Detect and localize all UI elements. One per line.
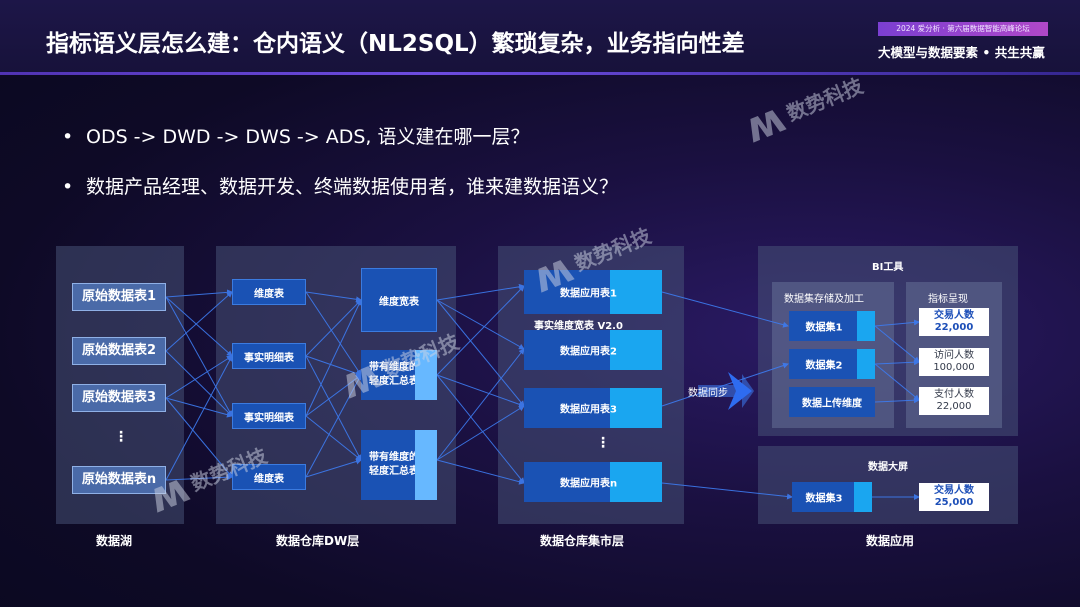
dataset-storage-title: 数据集存储及加工 — [784, 294, 864, 305]
dataset-2-label: 数据集2 — [805, 360, 843, 372]
dim-table-2: 维度表 — [232, 464, 306, 490]
metric-value: 100,000 — [933, 362, 975, 373]
dim-table-1: 维度表 — [232, 279, 306, 305]
data-lake-caption: 数据湖 — [96, 534, 133, 548]
metric-name: 交易人数 — [934, 310, 974, 321]
app-table-2-label: 数据应用表2 — [560, 346, 617, 358]
dataset-3-label: 数据集3 — [805, 493, 843, 505]
lake-ellipsis: ⋮ — [114, 429, 128, 445]
accent-bar — [857, 311, 875, 341]
fact-detail-table-2: 事实明细表 — [232, 403, 306, 429]
accent-bar — [610, 388, 662, 428]
light-summary-table-1-label: 带有维度的轻度汇总表 — [369, 362, 419, 387]
mart-layer-caption: 数据仓库集市层 — [540, 534, 625, 548]
metric-display-title: 指标呈现 — [928, 294, 968, 305]
app-table-1: 数据应用表1 — [524, 270, 662, 314]
data-apps-caption: 数据应用 — [866, 534, 915, 548]
app-table-n-label: 数据应用表n — [560, 478, 618, 490]
metric-value: 22,000 — [934, 322, 974, 333]
raw-table-1: 原始数据表1 — [72, 283, 166, 311]
sync-arrow-shadow — [698, 374, 754, 408]
app-table-2: 数据应用表2 — [524, 330, 662, 370]
bi-tool-title: BI工具 — [872, 262, 904, 273]
accent-bar — [854, 482, 872, 512]
bullet-text: ODS -> DWD -> DWS -> ADS, 语义建在哪一层？ — [86, 126, 530, 148]
light-summary-table-2-label: 带有维度的轻度汇总表 — [369, 452, 419, 477]
data-screen-title: 数据大屏 — [868, 462, 908, 473]
dim-wide-table: 维度宽表 — [361, 268, 437, 332]
dataset-2: 数据集2 — [789, 349, 875, 379]
app-table-3-label: 数据应用表3 — [560, 404, 617, 416]
accent-bar — [610, 462, 662, 502]
conference-badge: 2024 爱分析 · 第六届数据智能高峰论坛 — [878, 22, 1048, 36]
app-table-1-label: 数据应用表1 — [560, 288, 617, 300]
data-sync-label: 数据同步 — [688, 388, 728, 399]
fact-detail-table-1: 事实明细表 — [232, 343, 306, 369]
raw-table-n: 原始数据表n — [72, 466, 166, 494]
metric-value: 25,000 — [934, 497, 974, 508]
bullet-dot: • — [62, 126, 74, 148]
bullet-item: • ODS -> DWD -> DWS -> ADS, 语义建在哪一层？ — [62, 122, 530, 149]
metric-name: 交易人数 — [934, 485, 974, 496]
slide-title: 指标语义层怎么建：仓内语义（NL2SQL）繁琐复杂，业务指向性差 — [46, 31, 745, 57]
app-table-3: 数据应用表3 — [524, 388, 662, 428]
bullet-dot: • — [62, 176, 74, 198]
metric-name: 访问人数 — [934, 350, 974, 361]
metric-card-trade-users: 交易人数 22,000 — [919, 308, 989, 336]
dataset-3: 数据集3 — [792, 482, 872, 512]
accent-bar — [610, 270, 662, 314]
metric-name: 支付人数 — [934, 389, 974, 400]
bullet-text: 数据产品经理、数据开发、终端数据使用者，谁来建数据语义？ — [86, 176, 619, 198]
accent-bar — [857, 349, 875, 379]
raw-table-2: 原始数据表2 — [72, 337, 166, 365]
mart-ellipsis: ⋮ — [596, 435, 610, 451]
header-bar — [0, 0, 1080, 74]
light-summary-table-1: 带有维度的轻度汇总表 — [361, 350, 437, 400]
data-upload-dimension: 数据上传维度 — [789, 387, 875, 417]
data-upload-dimension-label: 数据上传维度 — [802, 398, 862, 410]
app-table-n: 数据应用表n — [524, 462, 662, 502]
header-divider — [0, 72, 1080, 75]
accent-bar — [415, 350, 437, 400]
dataset-1: 数据集1 — [789, 311, 875, 341]
raw-table-3: 原始数据表3 — [72, 384, 166, 412]
light-summary-table-2: 带有维度的轻度汇总表 — [361, 430, 437, 500]
bullet-item: • 数据产品经理、数据开发、终端数据使用者，谁来建数据语义？ — [62, 172, 618, 199]
metric-card-visit-users: 访问人数 100,000 — [919, 348, 989, 376]
dataset-1-label: 数据集1 — [805, 322, 843, 334]
metric-card-screen-trade-users: 交易人数 25,000 — [919, 483, 989, 511]
accent-bar — [610, 330, 662, 370]
fact-dim-wide-label: 事实维度宽表 V2.0 — [534, 321, 623, 332]
sync-arrow-head — [728, 372, 752, 410]
metric-card-pay-users: 支付人数 22,000 — [919, 387, 989, 415]
conference-slogan: 大模型与数据要素 • 共生共赢 — [878, 45, 1045, 60]
dw-layer-caption: 数据仓库DW层 — [276, 534, 360, 548]
accent-bar — [415, 430, 437, 500]
metric-value: 22,000 — [936, 401, 972, 412]
